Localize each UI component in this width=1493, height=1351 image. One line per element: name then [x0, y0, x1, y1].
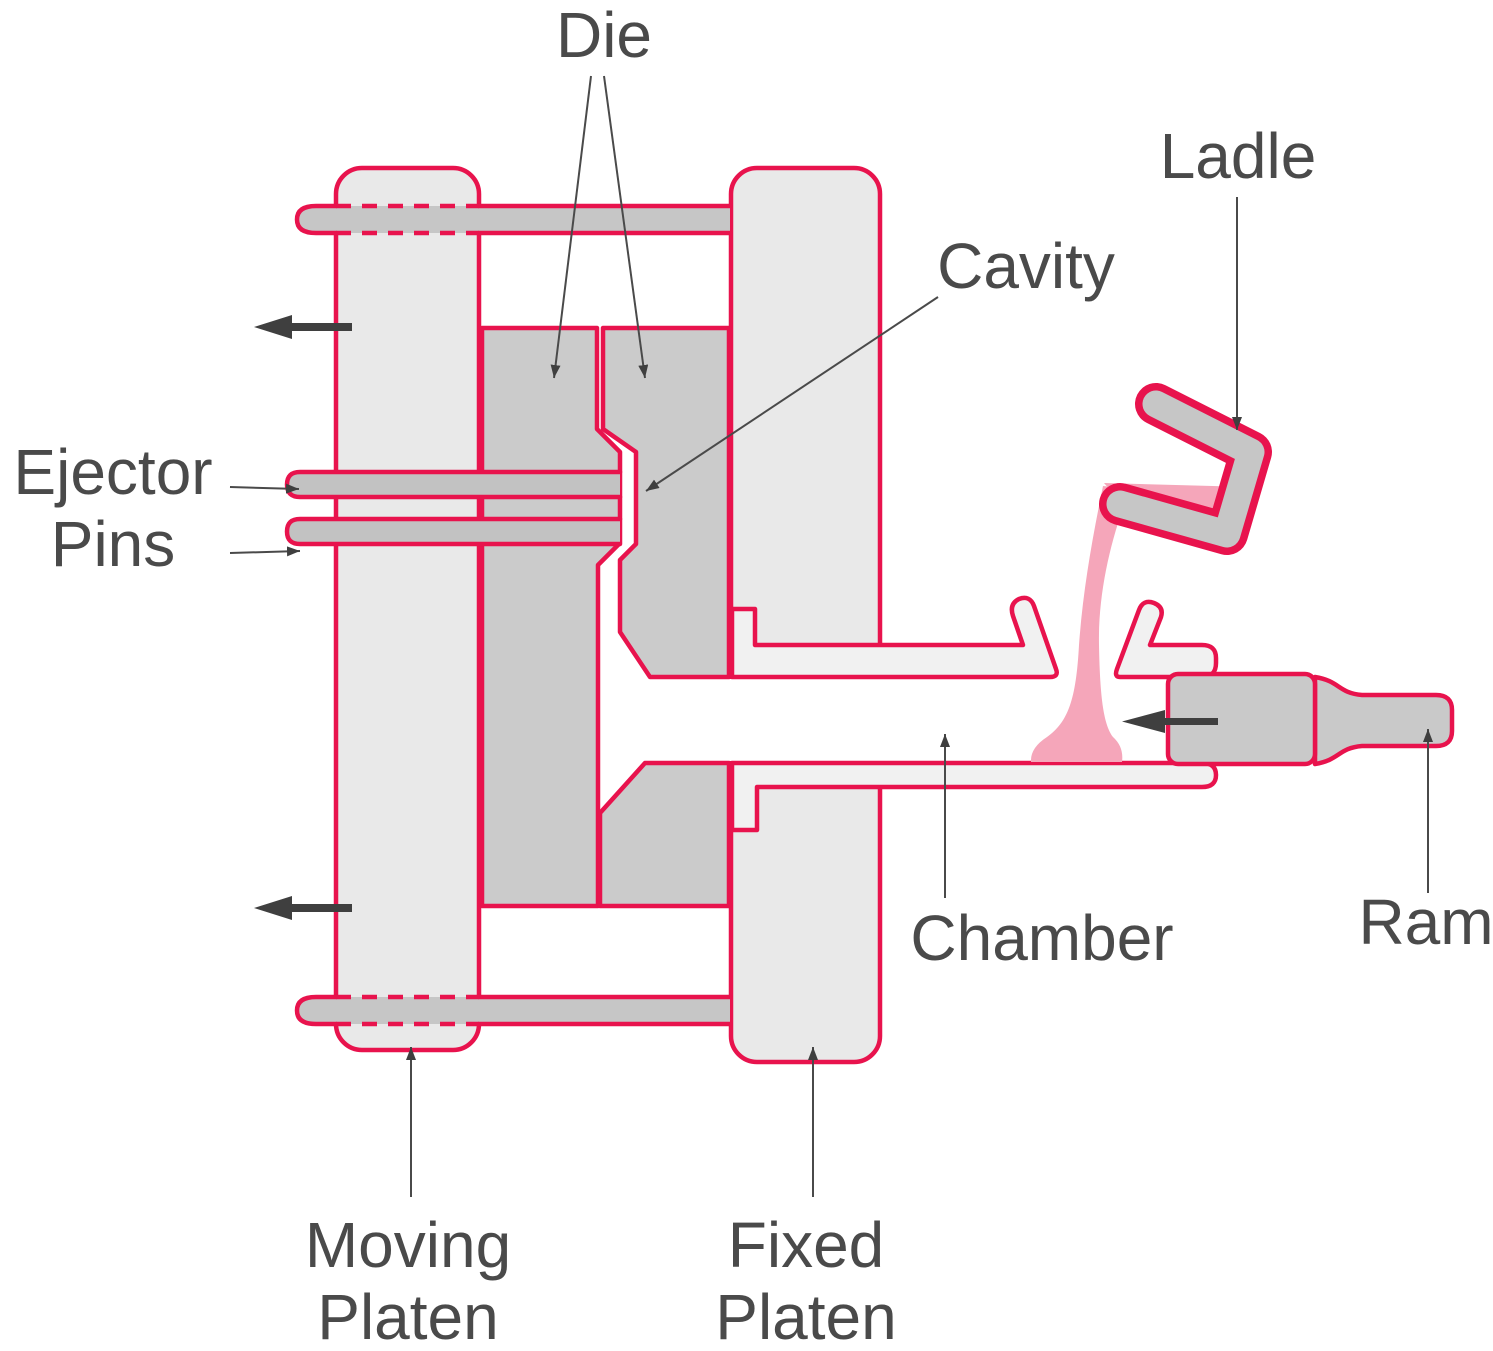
label-ladle: Ladle [1160, 120, 1317, 192]
ejector-pin-bottom [284, 516, 623, 547]
arrow-left-top [254, 315, 352, 339]
tie-bar-top-cap-outline [294, 203, 339, 236]
molten-metal-stream [1030, 486, 1130, 762]
label-die: Die [556, 0, 652, 71]
leader-die-left [550, 75, 592, 379]
chamber-top-wall-left [729, 595, 1059, 680]
leader-ejector-pin-bottom [229, 546, 301, 557]
tie-bar-bottom [294, 994, 733, 1027]
tie-bar-top-body [297, 206, 730, 233]
label-fixed-platen-line1: Fixed [728, 1209, 885, 1281]
label-ejector-line2: Pins [51, 508, 176, 580]
leader-ejector-pin-top [229, 483, 300, 494]
label-ejector-line1: Ejector [13, 436, 212, 508]
leader-cavity [645, 296, 939, 492]
tie-bar-bottom-body [297, 997, 730, 1024]
label-moving-platen-line2: Platen [317, 1281, 498, 1351]
arrow-left-bottom [254, 896, 352, 920]
die-cover-half-upper [600, 325, 732, 680]
label-moving-platen-line1: Moving [305, 1209, 511, 1281]
ejector-pin-top [284, 469, 623, 500]
tie-bar-bottom-cap-outline [294, 994, 339, 1027]
tie-bar-top-outline [476, 203, 733, 236]
ram-rod [1312, 674, 1455, 767]
ejector-pin-bottom-outline [284, 516, 623, 547]
ejector-pin-bottom-body [287, 519, 620, 544]
ladle-body [1106, 390, 1265, 548]
label-fixed-platen-line2: Platen [715, 1281, 896, 1351]
ram [1165, 671, 1455, 767]
arrow-ram-push [1122, 710, 1218, 733]
tie-bar-top [294, 203, 733, 236]
ladle [1099, 383, 1272, 555]
moving-platen [333, 165, 482, 1053]
label-ram: Ram [1358, 886, 1493, 958]
chamber-top-wall-right [1113, 599, 1219, 680]
die-cover-half-lower [597, 760, 732, 909]
ejector-pin-top-body [287, 472, 620, 497]
leader-die-right [603, 75, 649, 379]
label-chamber: Chamber [910, 902, 1173, 974]
label-cavity: Cavity [937, 230, 1115, 302]
tie-bar-bottom-outline [476, 994, 733, 1027]
